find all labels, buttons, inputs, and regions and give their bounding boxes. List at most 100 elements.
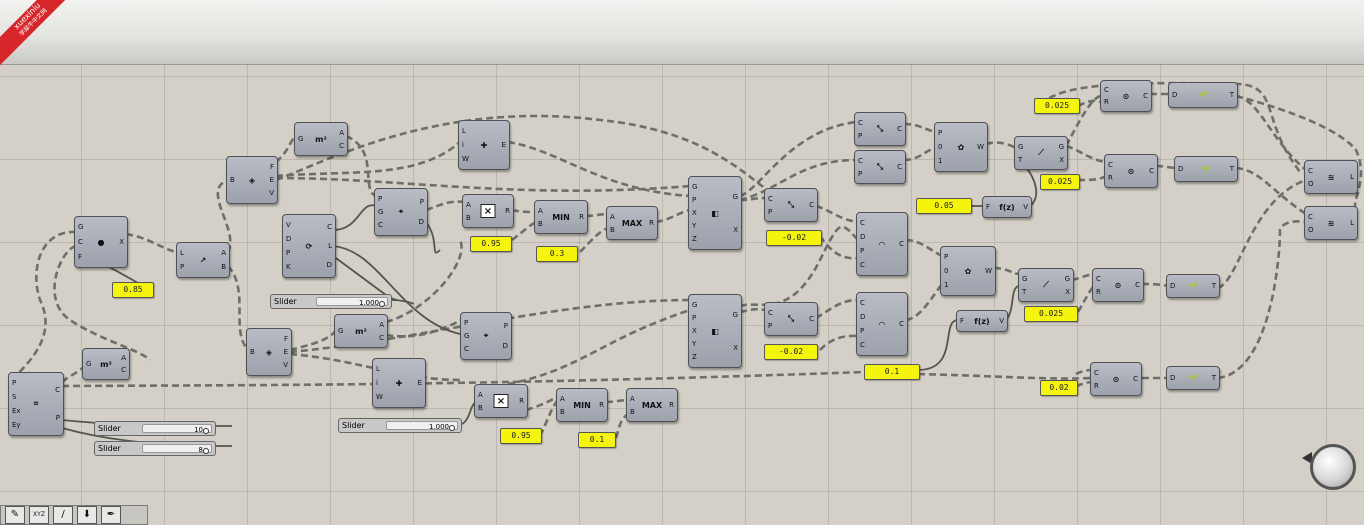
input-port[interactable]: C bbox=[860, 299, 865, 307]
output-port[interactable]: T bbox=[1229, 91, 1234, 99]
input-port[interactable]: 1 bbox=[944, 281, 949, 289]
input-port[interactable]: Y bbox=[692, 222, 697, 231]
input-port[interactable]: P bbox=[768, 207, 773, 216]
output-port[interactable]: P bbox=[503, 322, 508, 330]
input-port[interactable]: 1 bbox=[938, 157, 943, 165]
output-port[interactable]: C bbox=[339, 141, 344, 150]
output-port[interactable]: C bbox=[1143, 92, 1148, 100]
input-port[interactable]: P bbox=[692, 313, 697, 322]
navigation-arrow-icon[interactable] bbox=[1302, 452, 1312, 464]
output-port[interactable]: V bbox=[1023, 203, 1028, 211]
output-port[interactable]: B bbox=[221, 263, 226, 271]
output-port[interactable]: D bbox=[326, 260, 332, 269]
input-port[interactable]: C bbox=[464, 345, 469, 354]
input-port[interactable]: P bbox=[938, 129, 943, 137]
input-port[interactable]: B bbox=[478, 403, 483, 412]
input-port[interactable]: P bbox=[768, 321, 773, 330]
input-port[interactable]: P bbox=[860, 327, 865, 335]
input-port[interactable]: A bbox=[630, 394, 635, 403]
output-port[interactable]: C bbox=[55, 386, 60, 394]
input-port[interactable]: P bbox=[180, 263, 185, 271]
input-port[interactable]: G bbox=[78, 223, 84, 232]
input-port[interactable]: Ex bbox=[12, 407, 21, 415]
output-port[interactable]: T bbox=[1211, 374, 1216, 382]
bake-tool-button[interactable]: ⬇ bbox=[77, 506, 97, 524]
input-port[interactable]: C bbox=[768, 194, 773, 203]
input-port[interactable]: i bbox=[462, 141, 464, 149]
number-panel[interactable]: 0.1 bbox=[578, 432, 616, 448]
input-port[interactable]: S bbox=[12, 393, 17, 401]
tree-3-component[interactable]: D🌱T bbox=[1166, 274, 1220, 298]
input-port[interactable]: C bbox=[858, 118, 863, 127]
input-port[interactable]: L bbox=[376, 365, 380, 373]
input-port[interactable]: G bbox=[692, 300, 698, 309]
eyedropper-tool-button[interactable]: ✒ bbox=[101, 506, 121, 524]
input-port[interactable]: F bbox=[78, 252, 83, 261]
input-port[interactable]: G bbox=[464, 331, 470, 340]
input-port[interactable]: C bbox=[858, 156, 863, 165]
input-port[interactable]: C bbox=[1096, 274, 1101, 283]
output-port[interactable]: P bbox=[55, 414, 60, 422]
output-port[interactable]: C bbox=[897, 163, 902, 171]
number-panel[interactable]: 0.05 bbox=[916, 198, 972, 214]
output-port[interactable]: C bbox=[809, 201, 814, 209]
tree-1-component[interactable]: D🌱T bbox=[1168, 82, 1238, 108]
input-port[interactable]: A bbox=[610, 212, 615, 221]
output-port[interactable]: A bbox=[121, 354, 126, 362]
output-port[interactable]: E bbox=[283, 347, 288, 356]
number-panel[interactable]: 0.3 bbox=[536, 246, 578, 262]
input-port[interactable]: i bbox=[376, 379, 378, 387]
input-port[interactable]: G bbox=[692, 182, 698, 191]
output-port[interactable]: C bbox=[809, 315, 814, 323]
input-port[interactable]: G bbox=[1022, 274, 1028, 283]
slider-track[interactable]: 1.000 bbox=[316, 297, 388, 307]
output-port[interactable]: C bbox=[327, 223, 332, 232]
slider-knob[interactable] bbox=[203, 428, 209, 434]
output-port[interactable]: L bbox=[1350, 173, 1354, 181]
input-port[interactable]: D bbox=[860, 233, 866, 241]
input-port[interactable]: C bbox=[1094, 368, 1099, 377]
output-port[interactable]: D bbox=[502, 342, 508, 350]
output-port[interactable]: R bbox=[599, 401, 604, 409]
input-port[interactable]: P bbox=[860, 247, 865, 255]
input-port[interactable]: T bbox=[1018, 155, 1023, 164]
input-port[interactable]: C bbox=[860, 261, 865, 269]
output-port[interactable]: C bbox=[897, 125, 902, 133]
output-port[interactable]: X bbox=[1059, 155, 1064, 164]
input-port[interactable]: B bbox=[250, 348, 255, 356]
input-port[interactable]: P bbox=[12, 379, 17, 387]
output-port[interactable]: C bbox=[121, 366, 126, 374]
number-panel[interactable]: 0.85 bbox=[112, 282, 154, 298]
grasshopper-canvas[interactable] bbox=[0, 65, 1364, 525]
input-port[interactable]: 0 bbox=[944, 267, 949, 275]
sketch-tool-button[interactable]: ✎ bbox=[5, 506, 25, 524]
output-port[interactable]: X bbox=[1065, 287, 1070, 296]
input-port[interactable]: A bbox=[538, 206, 543, 215]
output-port[interactable]: R bbox=[505, 207, 510, 215]
input-port[interactable]: Ey bbox=[12, 421, 21, 429]
output-port[interactable]: A bbox=[339, 128, 344, 137]
output-port[interactable]: C bbox=[1135, 281, 1140, 289]
input-port[interactable]: X bbox=[692, 326, 697, 335]
